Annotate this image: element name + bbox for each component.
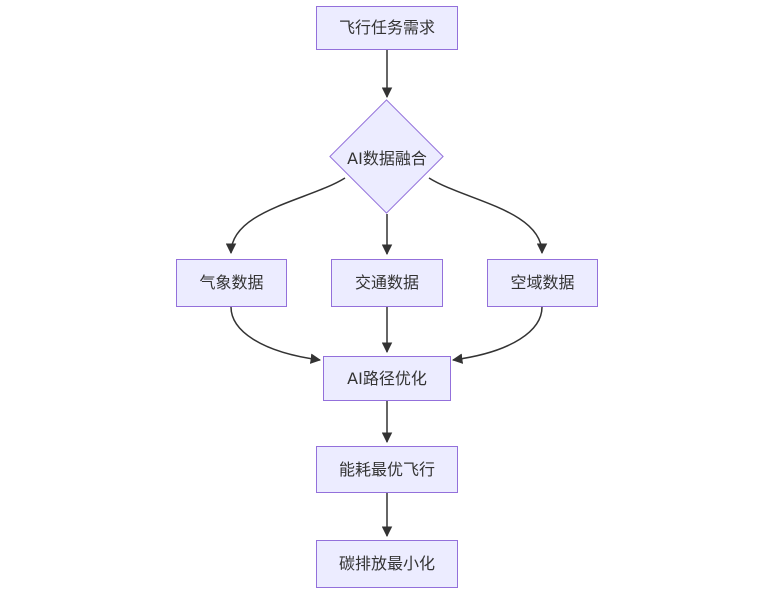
node-weather-data-label: 气象数据 (199, 273, 264, 293)
node-flight-mission: 飞行任务需求 (316, 6, 458, 50)
node-airspace-data: 空域数据 (487, 259, 598, 307)
node-energy-optimal-flight-label: 能耗最优飞行 (338, 459, 435, 479)
edge-fusion-to-weather (225, 177, 346, 255)
node-traffic-data-label: 交通数据 (354, 273, 419, 293)
edge-airspace-to-path (451, 306, 543, 364)
node-traffic-data: 交通数据 (331, 259, 443, 307)
node-ai-path-optimization: AI路径优化 (323, 356, 451, 401)
node-carbon-minimization: 碳排放最小化 (316, 540, 458, 588)
node-ai-path-optimization-label: AI路径优化 (347, 368, 427, 388)
node-flight-mission-label: 飞行任务需求 (338, 18, 435, 38)
node-weather-data: 气象数据 (176, 259, 287, 307)
node-energy-optimal-flight: 能耗最优飞行 (316, 446, 458, 493)
node-ai-data-fusion: AI数据融合 (330, 100, 444, 214)
edge-fusion-to-airspace (428, 177, 548, 255)
node-carbon-minimization-label: 碳排放最小化 (338, 554, 435, 574)
node-airspace-data-label: 空域数据 (510, 273, 575, 293)
node-ai-data-fusion-label: AI数据融合 (347, 149, 427, 168)
edge-weather-to-path (230, 306, 322, 364)
